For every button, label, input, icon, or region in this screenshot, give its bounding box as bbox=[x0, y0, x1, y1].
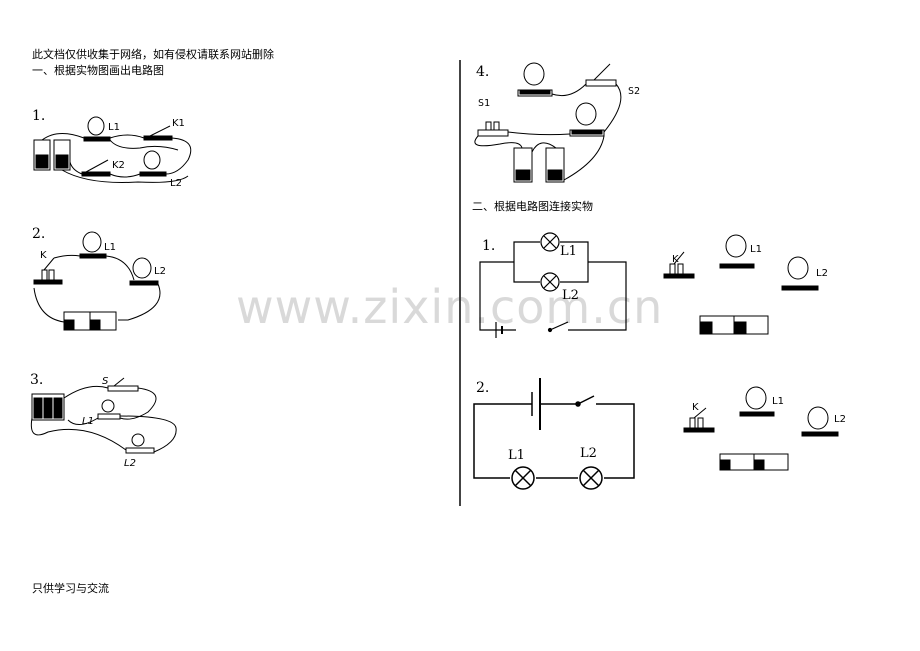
s2-q2-label-l2: L2 bbox=[580, 446, 597, 461]
footer-text: 只供学习与交流 bbox=[32, 582, 109, 595]
q2-circuit-picture bbox=[33, 231, 161, 331]
q1-label-l2: L2 bbox=[170, 178, 182, 189]
q2-label-l1: L1 bbox=[104, 242, 116, 253]
s2-q1-number: 1. bbox=[482, 238, 496, 254]
q3-circuit-picture bbox=[30, 377, 177, 454]
q2-label-l2: L2 bbox=[154, 266, 166, 277]
s2-q1-label-k: K bbox=[672, 254, 679, 265]
s2-q1-physical-parts bbox=[663, 234, 819, 335]
column-divider bbox=[459, 60, 461, 506]
s2-q1-object-l2: L2 bbox=[816, 268, 828, 279]
q4-label-s1: S1 bbox=[478, 98, 491, 109]
watermark: www.zixin.com.cn bbox=[236, 280, 664, 334]
q1-label-k1: K1 bbox=[172, 118, 185, 129]
s2-q2-physical-parts bbox=[683, 386, 839, 471]
q1-number: 1. bbox=[32, 108, 46, 124]
q4-circuit-picture bbox=[474, 62, 622, 183]
s2-q1-label-l2: L2 bbox=[562, 288, 579, 303]
s2-q2-object-l1: L1 bbox=[772, 396, 784, 407]
q4-label-s2: S2 bbox=[628, 86, 641, 97]
q3-label-l1: L1 bbox=[82, 416, 94, 427]
section1-title: 一、根据实物图画出电路图 bbox=[32, 64, 164, 77]
q4-number: 4. bbox=[476, 64, 490, 80]
s2-q1-label-l1: L1 bbox=[560, 244, 577, 259]
q1-circuit-picture bbox=[33, 116, 192, 183]
s2-q2-object-l2: L2 bbox=[834, 414, 846, 425]
s2-q2-label-k: K bbox=[692, 402, 699, 413]
section2-title: 二、根据电路图连接实物 bbox=[472, 200, 593, 213]
q2-label-k: K bbox=[40, 250, 47, 261]
s2-q2-label-l1: L1 bbox=[508, 448, 525, 463]
s2-q2-circuit-diagram bbox=[473, 378, 635, 490]
q3-label-l2: L2 bbox=[124, 458, 136, 469]
q2-number: 2. bbox=[32, 226, 46, 242]
q1-label-l1: L1 bbox=[108, 122, 120, 133]
q3-number: 3. bbox=[30, 372, 44, 388]
s2-q1-object-l1: L1 bbox=[750, 244, 762, 255]
s2-q2-number: 2. bbox=[476, 380, 490, 396]
s2-q1-circuit-diagram bbox=[479, 232, 627, 338]
q3-label-s: S bbox=[102, 376, 109, 387]
notice-text: 此文档仅供收集于网络，如有侵权请联系网站删除 bbox=[32, 48, 274, 61]
q1-label-k2: K2 bbox=[112, 160, 125, 171]
